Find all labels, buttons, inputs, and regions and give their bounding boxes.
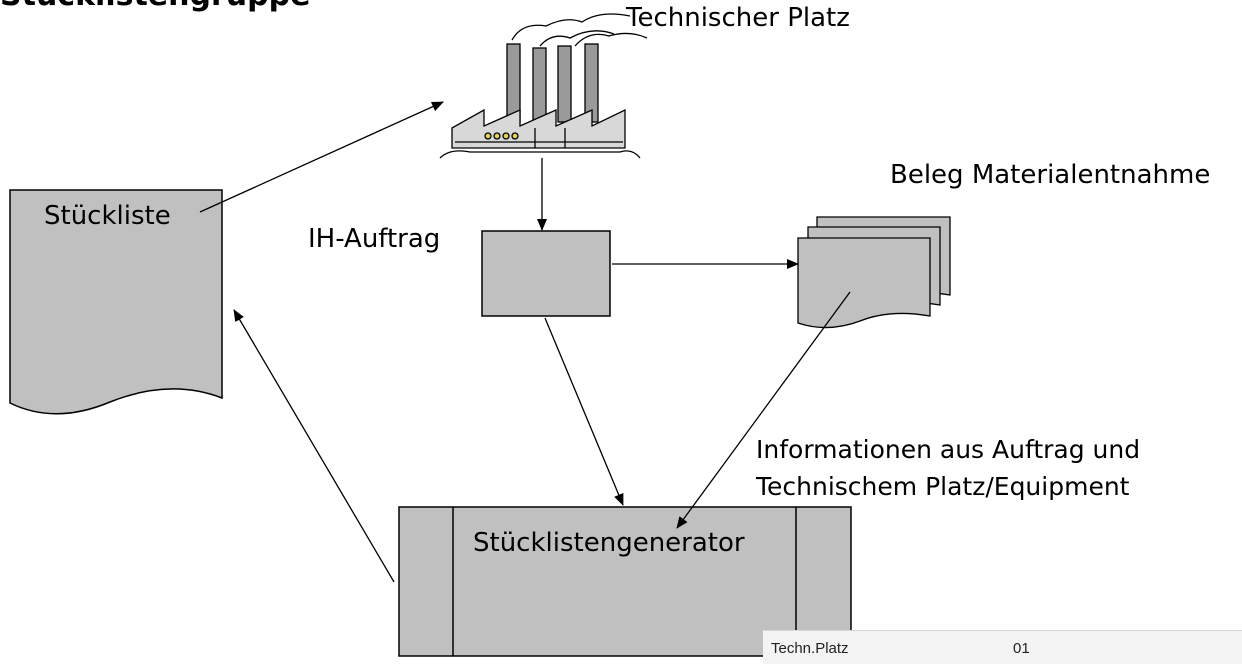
bom-label: Stückliste [44,201,171,231]
info-line-2: Technischem Platz/Equipment [756,472,1129,501]
field-value: 01 [1013,640,1030,657]
material-documents-stack [798,217,950,328]
material-doc-label: Beleg Materialentnahme [890,160,1210,190]
bom-generator-label: Stücklistengenerator [473,528,745,558]
factory-icon [440,14,647,158]
technical-place-label: Technischer Platz [626,3,850,33]
arrow-generator-to-bom [234,310,394,582]
technical-place-field-panel: Techn.Platz 01 [763,630,1242,664]
arrow-bom-to-technical-place [200,102,443,212]
field-label: Techn.Platz [771,640,849,657]
maintenance-order-box [482,231,610,316]
arrow-order-to-generator [545,318,623,505]
maintenance-order-label: IH-Auftrag [308,224,440,254]
info-line-1: Informationen aus Auftrag und [756,435,1140,464]
